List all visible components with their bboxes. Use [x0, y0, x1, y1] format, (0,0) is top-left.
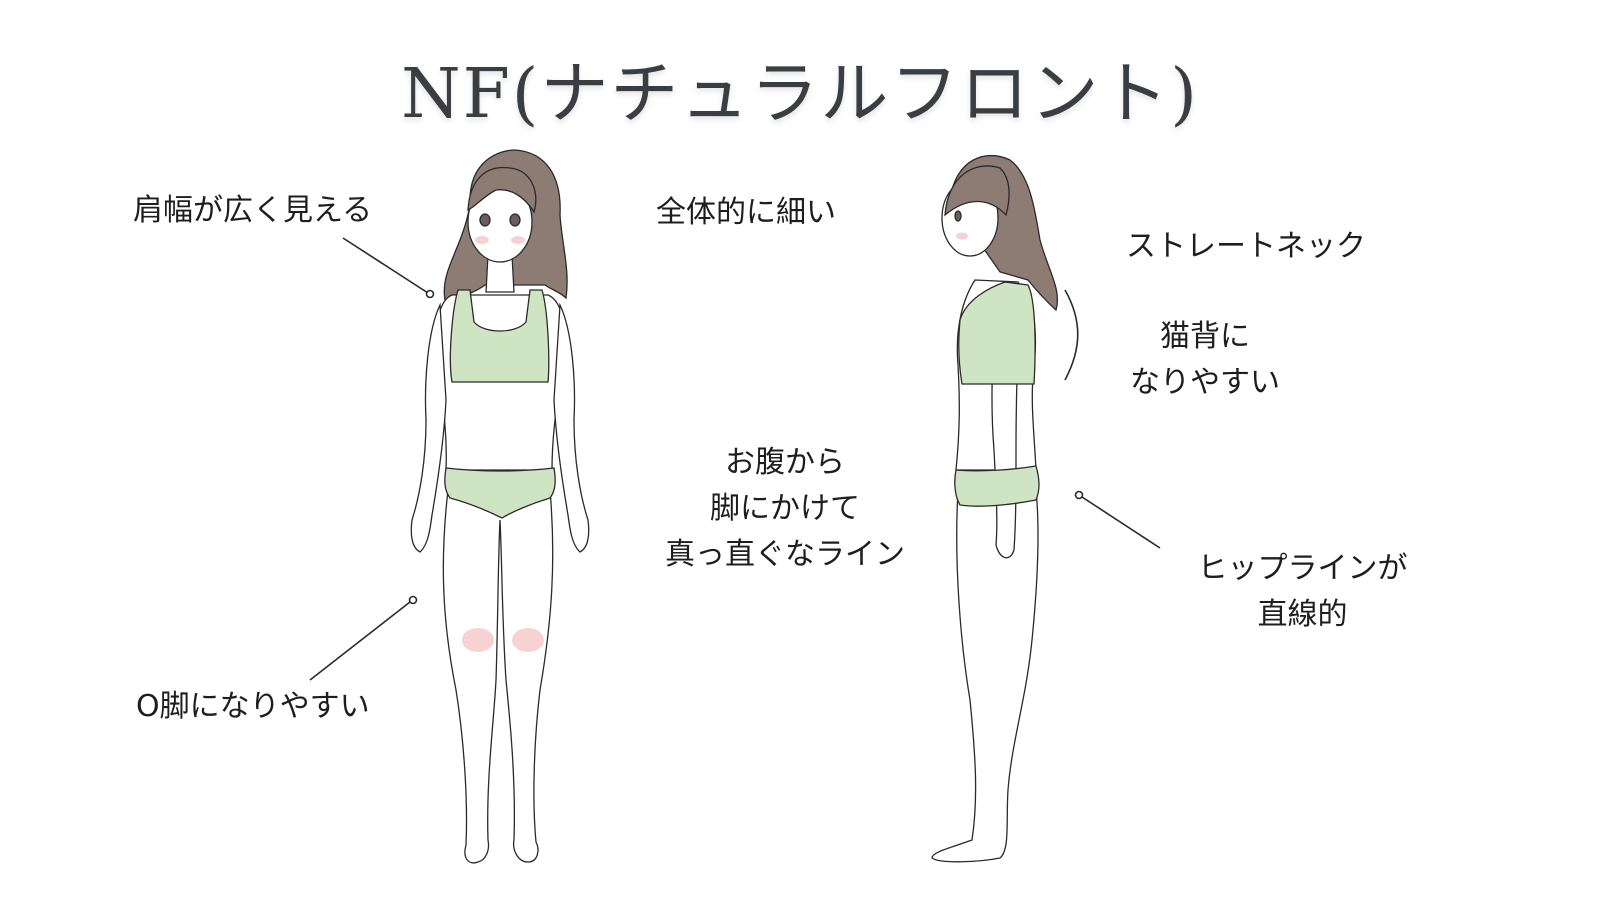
label-hipline-line1: ヒップラインが: [1197, 551, 1408, 586]
front-figure: [410, 149, 590, 864]
page-title: NF(ナチュラルフロント): [401, 55, 1199, 134]
label-belly-line1: お腹から: [725, 445, 845, 480]
front-legs: [442, 489, 554, 864]
label-hipline-line2: 直線的: [1257, 597, 1348, 632]
front-arm-right: [553, 302, 590, 553]
label-straight-neck: ストレートネック: [1126, 229, 1366, 264]
label-belly-line2: 脚にかけて: [710, 491, 860, 526]
front-arm-left: [410, 302, 447, 553]
label-belly-line3: 真っ直ぐなライン: [665, 537, 905, 572]
label-slim: 全体的に細い: [656, 195, 836, 230]
side-legs: [931, 489, 1039, 863]
side-bangs: [944, 165, 1010, 217]
hipline-pointer: [1081, 496, 1161, 549]
oleg-pointer: [309, 601, 411, 681]
side-briefs: [954, 465, 1040, 507]
side-figure: [931, 154, 1058, 863]
shoulder-pointer: [342, 237, 429, 294]
label-hunchback-line1: 猫背に: [1160, 319, 1250, 354]
hunchback-curve: [1064, 289, 1079, 381]
label-hunchback-line2: なりやすい: [1130, 365, 1280, 400]
label-oleg: O脚になりやすい: [136, 689, 370, 724]
annotation-lines: [309, 237, 1161, 681]
label-shoulder: 肩幅が広く見える: [133, 193, 373, 228]
side-bra: [958, 281, 1036, 385]
front-bangs: [467, 166, 537, 214]
front-bra: [449, 289, 550, 383]
front-briefs: [444, 467, 556, 519]
